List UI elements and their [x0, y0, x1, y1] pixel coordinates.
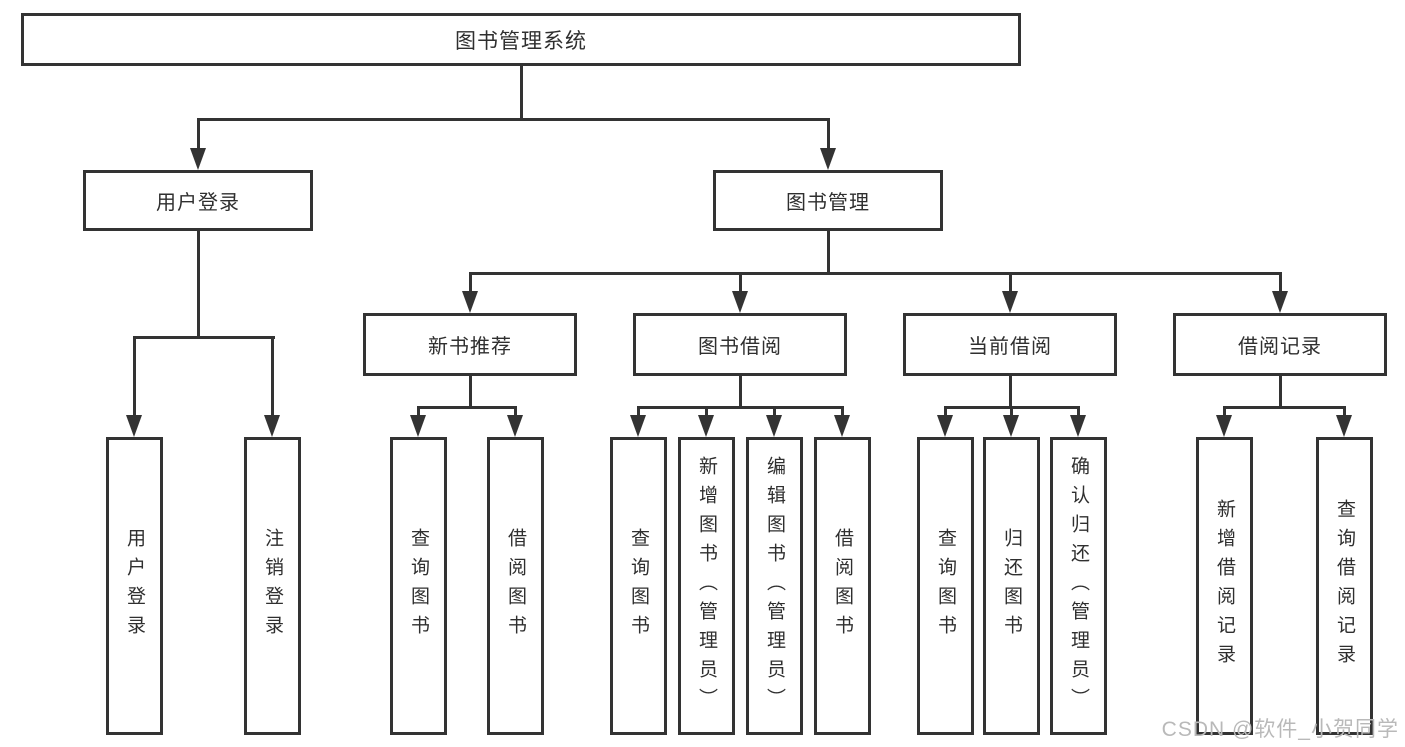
- leaf-query-books-borrow: 查询图书: [610, 437, 667, 735]
- leaf-borrow-books-label: 借阅图书: [832, 528, 853, 644]
- arrowhead-icon: [190, 148, 206, 170]
- arrowhead-icon: [462, 291, 478, 313]
- connector-vline: [133, 336, 136, 418]
- leaf-user-login-label: 用户登录: [124, 528, 145, 644]
- node-new-book-recommend: 新书推荐: [363, 313, 577, 376]
- arrowhead-icon: [834, 415, 850, 437]
- arrowhead-icon: [1216, 415, 1232, 437]
- leaf-add-borrow-record: 新增借阅记录: [1196, 437, 1253, 735]
- connector-vline: [417, 406, 420, 419]
- leaf-return-book: 归还图书: [983, 437, 1040, 735]
- leaf-borrow-books-recommend: 借阅图书: [487, 437, 544, 735]
- arrowhead-icon: [1272, 291, 1288, 313]
- connector-vline: [469, 272, 472, 296]
- connector-vline: [271, 336, 274, 418]
- connector-vline: [1279, 272, 1282, 296]
- leaf-borrow-books-recommend-label: 借阅图书: [505, 528, 526, 644]
- arrowhead-icon: [126, 415, 142, 437]
- connector-vline: [739, 374, 742, 409]
- leaf-confirm-return-admin: 确认归还（管理员）: [1050, 437, 1107, 735]
- node-book-management: 图书管理: [713, 170, 943, 231]
- leaf-confirm-return-admin-label: 确认归还（管理员）: [1068, 455, 1089, 717]
- node-book-borrow-label: 图书借阅: [698, 336, 782, 358]
- connector-vline: [514, 406, 517, 419]
- node-new-book-recommend-label: 新书推荐: [428, 336, 512, 358]
- node-borrow-records-label: 借阅记录: [1238, 336, 1322, 358]
- connector-vline: [1009, 272, 1012, 296]
- connector-hline: [469, 272, 1282, 275]
- connector-vline: [520, 64, 523, 121]
- arrowhead-icon: [264, 415, 280, 437]
- leaf-edit-book-admin-label: 编辑图书（管理员）: [764, 455, 785, 717]
- arrowhead-icon: [630, 415, 646, 437]
- leaf-query-books-current: 查询图书: [917, 437, 974, 735]
- connector-vline: [1279, 374, 1282, 409]
- leaf-add-borrow-record-label: 新增借阅记录: [1214, 499, 1235, 673]
- node-current-borrow-label: 当前借阅: [968, 336, 1052, 358]
- connector-vline: [739, 272, 742, 296]
- connector-vline: [705, 406, 708, 419]
- connector-vline: [197, 229, 200, 339]
- leaf-query-borrow-record: 查询借阅记录: [1316, 437, 1373, 735]
- arrowhead-icon: [1002, 291, 1018, 313]
- arrowhead-icon: [1003, 415, 1019, 437]
- arrowhead-icon: [698, 415, 714, 437]
- connector-vline: [827, 229, 830, 275]
- node-book-borrow: 图书借阅: [633, 313, 847, 376]
- node-user-login: 用户登录: [83, 170, 313, 231]
- leaf-edit-book-admin: 编辑图书（管理员）: [746, 437, 803, 735]
- connector-hline: [133, 336, 275, 339]
- leaf-query-books-recommend-label: 查询图书: [408, 528, 429, 644]
- leaf-add-book-admin-label: 新增图书（管理员）: [696, 455, 717, 717]
- leaf-logout-label: 注销登录: [262, 528, 283, 644]
- connector-hline: [417, 406, 517, 409]
- leaf-add-book-admin: 新增图书（管理员）: [678, 437, 735, 735]
- arrowhead-icon: [507, 415, 523, 437]
- leaf-query-books-current-label: 查询图书: [935, 528, 956, 644]
- arrowhead-icon: [937, 415, 953, 437]
- connector-vline: [773, 406, 776, 419]
- node-root-label: 图书管理系统: [455, 29, 587, 53]
- node-borrow-records: 借阅记录: [1173, 313, 1387, 376]
- connector-vline: [1343, 406, 1346, 419]
- connector-hline: [637, 406, 844, 409]
- connector-vline: [1010, 406, 1013, 419]
- arrowhead-icon: [820, 148, 836, 170]
- connector-vline: [469, 374, 472, 409]
- connector-vline: [197, 118, 200, 154]
- leaf-query-borrow-record-label: 查询借阅记录: [1334, 499, 1355, 673]
- node-current-borrow: 当前借阅: [903, 313, 1117, 376]
- arrowhead-icon: [1070, 415, 1086, 437]
- arrowhead-icon: [732, 291, 748, 313]
- connector-vline: [841, 406, 844, 419]
- connector-hline: [1223, 406, 1346, 409]
- leaf-borrow-books: 借阅图书: [814, 437, 871, 735]
- connector-vline: [1223, 406, 1226, 419]
- csdn-watermark: CSDN @软件_小贺同学: [1161, 718, 1399, 741]
- leaf-return-book-label: 归还图书: [1001, 528, 1022, 644]
- leaf-logout: 注销登录: [244, 437, 301, 735]
- arrowhead-icon: [1336, 415, 1352, 437]
- node-book-management-label: 图书管理: [786, 192, 870, 214]
- connector-vline: [1077, 406, 1080, 419]
- arrowhead-icon: [410, 415, 426, 437]
- connector-vline: [637, 406, 640, 419]
- leaf-user-login: 用户登录: [106, 437, 163, 735]
- connector-vline: [1009, 374, 1012, 409]
- connector-hline: [197, 118, 829, 121]
- arrowhead-icon: [766, 415, 782, 437]
- connector-vline: [944, 406, 947, 419]
- leaf-query-books-recommend: 查询图书: [390, 437, 447, 735]
- connector-vline: [827, 118, 830, 154]
- node-user-login-label: 用户登录: [156, 192, 240, 214]
- leaf-query-books-borrow-label: 查询图书: [628, 528, 649, 644]
- node-root: 图书管理系统: [21, 13, 1021, 66]
